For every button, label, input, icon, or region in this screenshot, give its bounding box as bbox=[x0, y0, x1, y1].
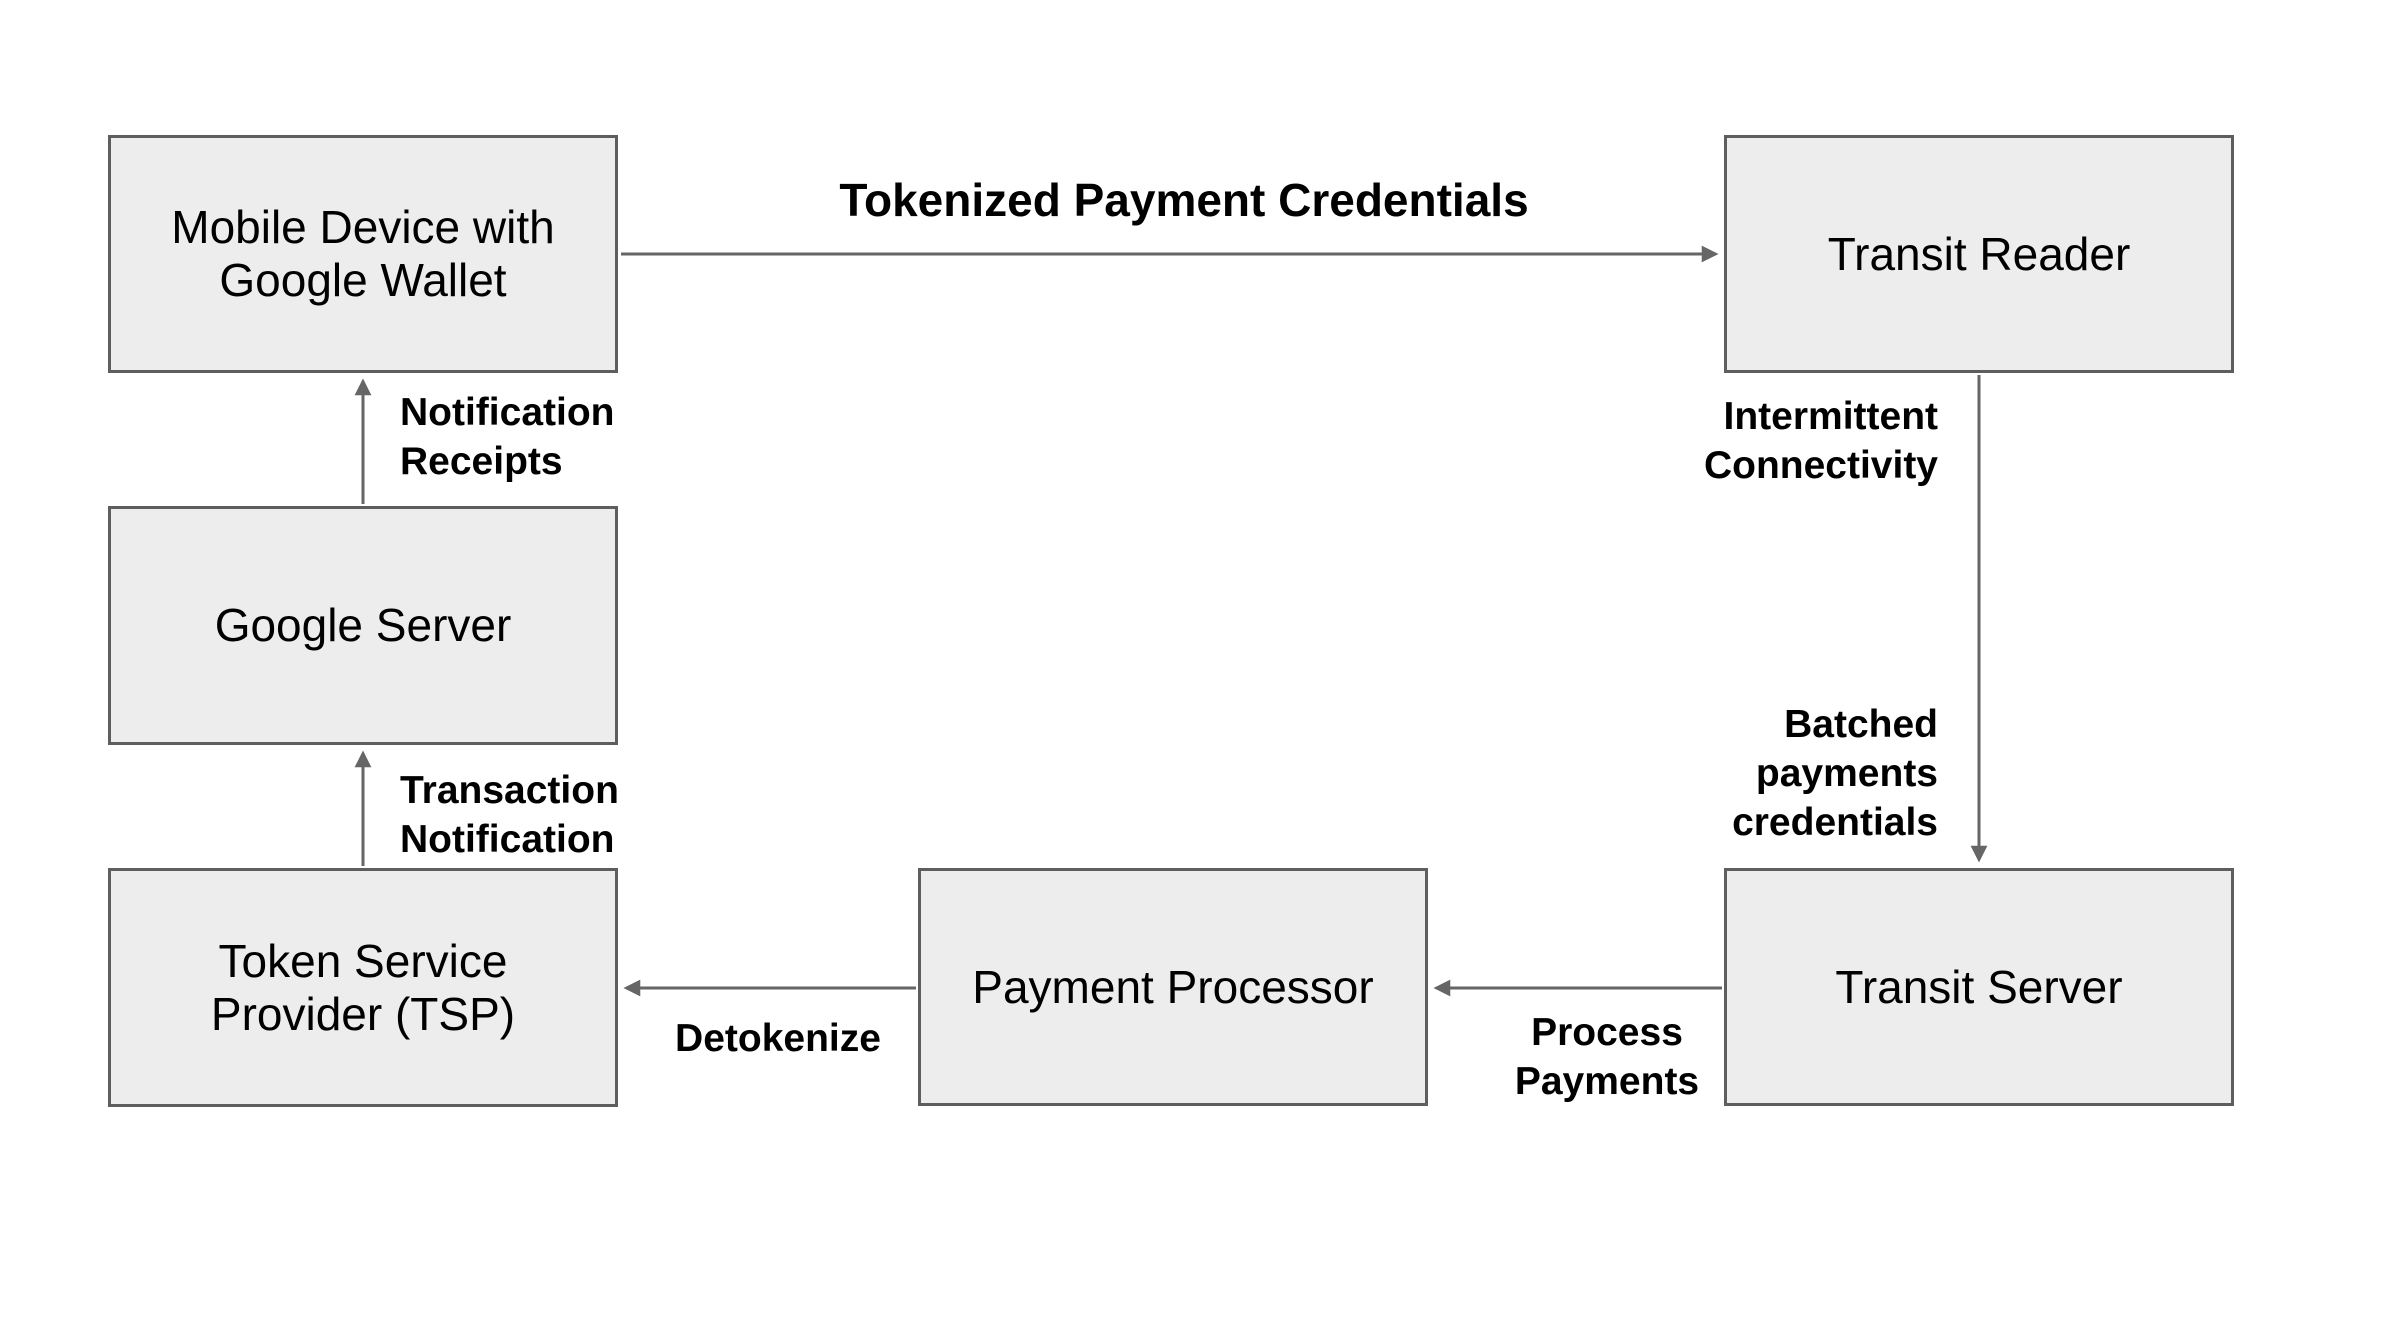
node-transit-reader: Transit Reader bbox=[1724, 135, 2234, 373]
node-label: Google Server bbox=[214, 599, 512, 651]
node-token-service-provider: Token Service Provider (TSP) bbox=[108, 868, 618, 1107]
edge-label-process-payments: Process Payments bbox=[1514, 1011, 1700, 1103]
edge-label-tokenized-payment-credentials: Tokenized Payment Credentials bbox=[839, 174, 1529, 226]
node-google-server: Google Server bbox=[108, 506, 618, 745]
node-payment-processor: Payment Processor bbox=[918, 868, 1428, 1106]
edge-label-intermittent-connectivity: Intermittent Connectivity bbox=[1703, 395, 1938, 487]
node-label: Payment Processor bbox=[972, 960, 1374, 1013]
node-transit-server: Transit Server bbox=[1724, 868, 2234, 1106]
node-label: Transit Server bbox=[1835, 960, 2123, 1013]
node-label: Mobile Device with Google Wallet bbox=[171, 201, 555, 306]
edge-label-detokenize: Detokenize bbox=[675, 1017, 881, 1060]
edge-label-notification-receipts: Notification Receipts bbox=[400, 391, 615, 483]
edge-label-transaction-notification: Transaction Notification bbox=[400, 769, 619, 861]
node-mobile-device: Mobile Device with Google Wallet bbox=[108, 135, 618, 373]
edge-label-batched-payments-credentials: Batched payments credentials bbox=[1732, 703, 1938, 844]
node-label: Token Service Provider (TSP) bbox=[210, 934, 516, 1040]
node-label: Transit Reader bbox=[1827, 227, 2131, 280]
